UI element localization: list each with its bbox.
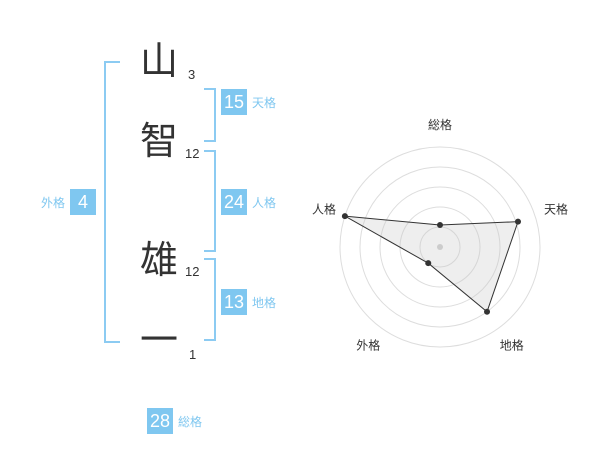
radar-point [341, 213, 348, 220]
radar-axis-label: 天格 [544, 201, 568, 216]
chikaku-value: 13 [221, 289, 247, 315]
soukaku-badge: 28 総格 [147, 408, 202, 434]
tenkaku-label: 天格 [252, 95, 277, 110]
chikaku-label: 地格 [252, 295, 277, 310]
jinkaku-label: 人格 [252, 195, 277, 210]
radar-axis-label: 地格 [500, 338, 524, 353]
radar-ring [379, 186, 501, 308]
jinkaku-value: 24 [221, 189, 247, 215]
name-char-4: 一 [140, 318, 179, 362]
gaikaku-value: 4 [70, 189, 97, 215]
radar-point [514, 218, 521, 225]
tenkaku-value: 15 [221, 89, 247, 115]
radar-point [484, 308, 491, 315]
jinkaku-bracket [204, 150, 216, 252]
chikaku-bracket [204, 258, 216, 341]
stroke-count-3: 12 [185, 264, 200, 279]
radar-axis-label: 総格 [428, 117, 452, 132]
stroke-count-2: 12 [185, 146, 200, 161]
radar-axis-label: 人格 [312, 201, 336, 216]
radar-axis-label: 外格 [356, 338, 380, 353]
radar-point [425, 260, 432, 267]
jinkaku-badge: 24 人格 [221, 189, 276, 215]
soukaku-value: 28 [147, 408, 173, 434]
tenkaku-bracket [204, 88, 216, 142]
soukaku-label: 総格 [178, 414, 203, 429]
radar-point [437, 222, 443, 228]
radar-area [344, 215, 519, 313]
name-char-1: 山 [140, 39, 179, 83]
gaikaku-label: 外格 [41, 195, 66, 210]
radar-ring [359, 166, 521, 328]
radar-center [437, 244, 443, 250]
stroke-count-1: 3 [188, 67, 196, 82]
tenkaku-badge: 15 天格 [221, 89, 276, 115]
gaikaku-bracket [104, 61, 120, 343]
stroke-count-4: 1 [189, 347, 197, 362]
name-char-3: 雄 [140, 238, 179, 282]
chikaku-badge: 13 地格 [221, 289, 276, 315]
name-char-2: 智 [140, 119, 179, 163]
radar-ring [339, 146, 541, 348]
gaikaku-badge: 外格 4 [41, 189, 97, 215]
